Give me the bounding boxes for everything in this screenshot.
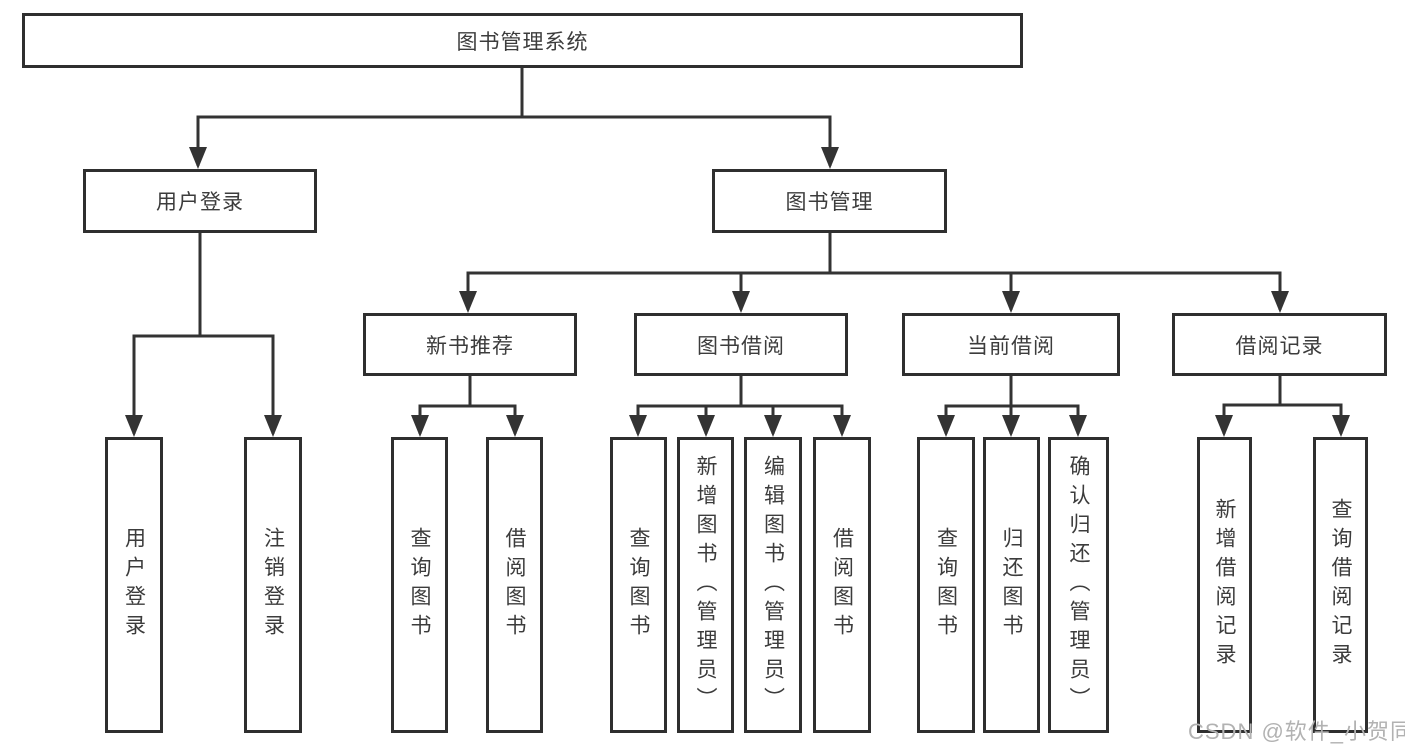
leaf-current-query-label: 查询图书 [934,527,958,643]
leaf-borrow-add-book-label: 新增图书（管理员） [694,454,717,716]
leaf-newbook-borrow: 借阅图书 [486,437,543,733]
leaf-record-query: 查询借阅记录 [1313,437,1368,733]
leaf-current-return: 归还图书 [983,437,1040,733]
leaf-borrow-edit-book-label: 编辑图书（管理员） [761,454,785,716]
leaf-record-add-label: 新增借阅记录 [1213,498,1236,672]
leaf-newbook-query: 查询图书 [391,437,448,733]
leaf-current-return-label: 归还图书 [1000,527,1023,643]
node-user-login-label: 用户登录 [156,191,244,214]
node-new-book-recommend: 新书推荐 [363,313,577,376]
leaf-borrow-query: 查询图书 [610,437,667,733]
leaf-current-confirm-return-label: 确认归还（管理员） [1067,454,1090,716]
leaf-record-query-label: 查询借阅记录 [1329,498,1352,672]
leaf-user-login: 用户登录 [105,437,163,733]
leaf-record-add: 新增借阅记录 [1197,437,1252,733]
node-book-management: 图书管理 [712,169,947,233]
node-borrow-record-label: 借阅记录 [1235,334,1324,358]
leaf-borrow-query-label: 查询图书 [627,527,650,643]
node-current-borrow-label: 当前借阅 [967,334,1055,358]
leaf-newbook-borrow-label: 借阅图书 [503,527,526,643]
csdn-watermark: CSDN @软件_小贺同学 [1188,719,1405,744]
node-root-label: 图书管理系统 [456,30,589,54]
node-book-borrow: 图书借阅 [634,313,848,376]
leaf-borrow-borrow-book: 借阅图书 [813,437,871,733]
leaf-borrow-add-book: 新增图书（管理员） [677,437,734,733]
leaf-borrow-edit-book: 编辑图书（管理员） [744,437,802,733]
leaf-borrow-borrow-book-label: 借阅图书 [830,527,854,643]
node-user-login: 用户登录 [83,169,317,233]
leaf-logout: 注销登录 [244,437,302,733]
leaf-current-confirm-return: 确认归还（管理员） [1048,437,1109,733]
node-book-borrow-label: 图书借阅 [697,334,785,358]
leaf-logout-label: 注销登录 [261,527,285,643]
node-current-borrow: 当前借阅 [902,313,1120,376]
leaf-current-query: 查询图书 [917,437,975,733]
node-root: 图书管理系统 [22,13,1023,68]
leaf-user-login-label: 用户登录 [122,527,146,643]
node-new-book-recommend-label: 新书推荐 [426,334,514,358]
leaf-newbook-query-label: 查询图书 [408,527,431,643]
node-book-management-label: 图书管理 [785,191,874,214]
node-borrow-record: 借阅记录 [1172,313,1387,376]
